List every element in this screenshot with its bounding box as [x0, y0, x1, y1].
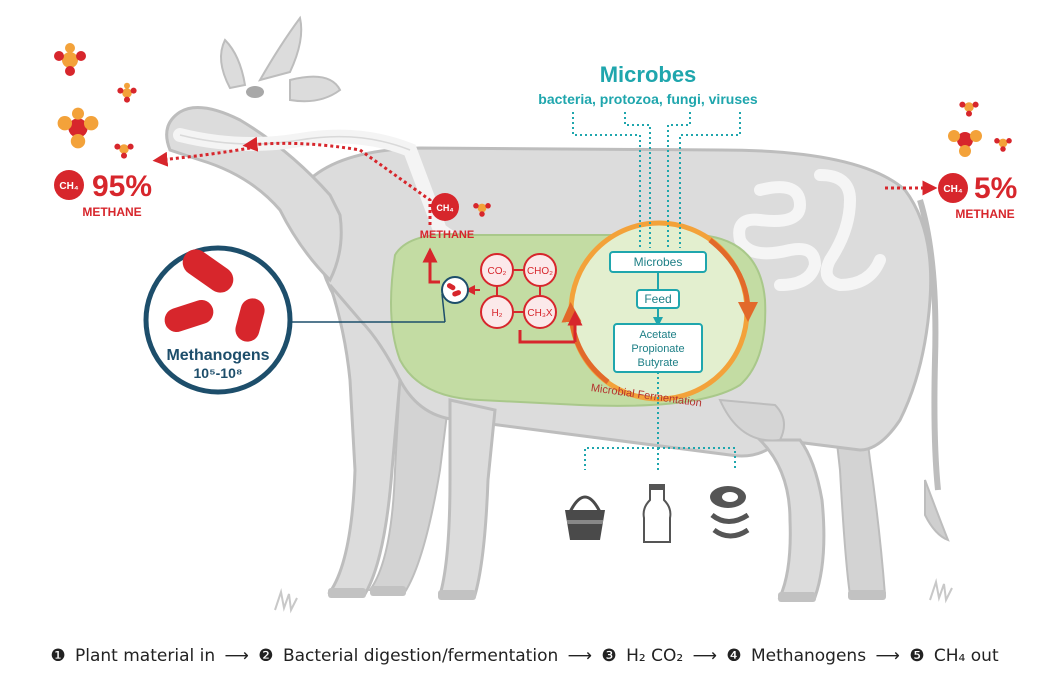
step-arrow: ⟶	[875, 646, 900, 666]
node-co2: CO₂	[488, 266, 507, 277]
intestines	[733, 169, 886, 292]
methane-exhaust-arrows	[152, 136, 938, 225]
microbes-title: Microbes	[600, 62, 697, 87]
milk-bottle-icon	[642, 484, 672, 543]
basket-icon	[565, 495, 605, 540]
step-1-text: Plant material in	[75, 646, 216, 666]
product-acetate: Acetate	[639, 329, 676, 341]
step-2-marker: ❷	[258, 646, 274, 666]
left-emission-percent: 95%	[92, 170, 152, 203]
product-propionate: Propionate	[631, 343, 684, 355]
microbes-subtitle: bacteria, protozoa, fungi, viruses	[538, 91, 758, 107]
mid-emission: CH₄ METHANE	[420, 193, 474, 241]
step-4-text: Methanogens	[751, 646, 867, 666]
step-arrow: ⟶	[567, 646, 593, 666]
right-emission-chip: CH₄	[943, 184, 962, 195]
bacteria-icon	[164, 249, 265, 342]
methanogen-node-icon	[446, 283, 462, 297]
node-ch3x: CH₃X	[527, 308, 553, 319]
meat-icon	[710, 486, 750, 539]
step-2-text: Bacterial digestion/fermentation	[282, 646, 559, 666]
methanogens-label: Methanogens	[166, 347, 269, 364]
rumen-microbes-label: Microbes	[634, 255, 683, 269]
step-5-text: CH₄ out	[933, 646, 999, 666]
step-arrow: ⟶	[224, 646, 249, 666]
mid-emission-label: METHANE	[420, 229, 474, 241]
feed-label: Feed	[644, 292, 671, 306]
left-emission-label: METHANE	[82, 205, 141, 219]
step-4-marker: ❹	[726, 646, 742, 666]
step-3-text: H₂ CO₂	[626, 646, 684, 666]
microbes-connectors	[572, 112, 741, 472]
right-emission: CH₄ 5% METHANE	[938, 172, 1017, 221]
node-cho2: CHO₂	[527, 266, 553, 277]
left-emission: CH₄ 95% METHANE	[54, 170, 152, 219]
mid-emission-chip: CH₄	[436, 203, 453, 213]
left-emission-chip: CH₄	[59, 181, 78, 192]
process-caption: ❶ Plant material in ⟶ ❷ Bacterial digest…	[0, 646, 1049, 674]
methanogen-node	[441, 276, 469, 304]
step-arrow: ⟶	[692, 646, 717, 666]
node-h2: H₂	[491, 308, 502, 319]
methane-molecules	[54, 43, 1012, 217]
step-5-marker: ❺	[909, 646, 925, 666]
methanogens-count: 10⁵-10⁸	[194, 365, 243, 381]
right-emission-label: METHANE	[955, 207, 1014, 221]
product-butyrate: Butyrate	[638, 357, 679, 369]
right-emission-percent: 5%	[974, 172, 1017, 205]
methanogens-callout: Methanogens 10⁵-10⁸	[143, 245, 293, 395]
methanogen-connector	[441, 293, 446, 323]
step-3-marker: ❸	[601, 646, 617, 666]
step-1-marker: ❶	[50, 646, 66, 666]
chemistry-nodes: CO₂ CHO₂ H₂ CH₃X	[480, 253, 557, 329]
